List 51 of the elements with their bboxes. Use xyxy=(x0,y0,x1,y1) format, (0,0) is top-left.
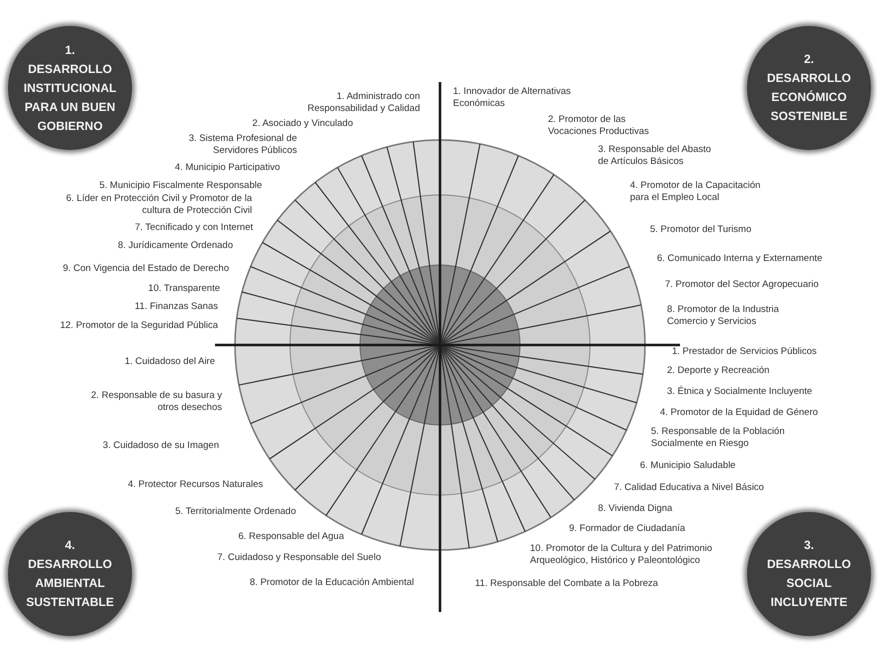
indicator-label: 2. Asociado y Vinculado xyxy=(252,118,353,130)
indicator-label: 3. Étnica y Socialmente Incluyente xyxy=(667,386,812,398)
category-title: DESARROLLO AMBIENTAL SUSTENTABLE xyxy=(25,556,115,611)
indicator-label: 2. Responsable de su basura y otros desechos xyxy=(90,390,222,414)
indicator-label: 7. Promotor del Sector Agropecuario xyxy=(665,279,819,291)
indicator-label: 5. Municipio Fiscalmente Responsable xyxy=(99,180,262,192)
indicator-label: 6. Responsable del Agua xyxy=(238,531,344,543)
indicator-label: 5. Responsable de la Población Socialmente en Riesgo xyxy=(651,426,786,450)
category-circle xyxy=(8,512,132,636)
indicator-label: 7. Calidad Educativa a Nivel Básico xyxy=(614,482,764,494)
indicator-label: 3. Cuidadoso de su Imagen xyxy=(102,440,219,452)
indicator-label: 12. Promotor de la Seguridad Pública xyxy=(60,320,218,332)
category-title: DESARROLLO SOCIAL INCLUYENTE xyxy=(766,556,852,611)
indicator-label: 3. Responsable del Abasto de Artículos Básicos xyxy=(598,144,712,168)
category-circle xyxy=(747,512,871,636)
indicator-label: 9. Con Vigencia del Estado de Derecho xyxy=(62,263,229,275)
indicator-label: 8. Vivienda Digna xyxy=(598,503,672,515)
category-title: DESARROLLO INSTITUCIONAL PARA UN BUEN GOBIERNO xyxy=(22,60,118,134)
category-number: 2. xyxy=(804,51,814,68)
indicator-label: 4. Promotor de la Equidad de Género xyxy=(660,407,818,419)
indicator-label: 1. Prestador de Servicios Públicos xyxy=(672,346,817,358)
indicator-label: 1. Innovador de Alternativas Económicas xyxy=(453,86,572,110)
indicator-label: 1. Administrado con Responsabilidad y Calidad xyxy=(306,91,420,115)
category-circle xyxy=(747,26,871,150)
indicator-label: 1. Cuidadoso del Aire xyxy=(124,356,215,368)
indicator-label: 8. Promotor de la Educación Ambiental xyxy=(250,577,414,589)
category-title: DESARROLLO ECONÓMICO SOSTENIBLE xyxy=(766,70,852,125)
category-number: 3. xyxy=(804,537,814,554)
indicator-label: 4. Protector Recursos Naturales xyxy=(128,479,263,491)
indicator-label: 3. Sistema Profesional de Servidores Públicos xyxy=(188,133,297,157)
category-number: 1. xyxy=(64,42,75,58)
indicator-label: 6. Líder en Protección Civil y Promotor de la cultura de Protección Civil xyxy=(65,193,252,217)
indicator-label: 7. Cuidadoso y Responsable del Suelo xyxy=(217,552,381,564)
indicator-label: 7. Tecnificado y con Internet xyxy=(134,222,253,234)
category-number: 4. xyxy=(64,537,75,554)
indicator-label: 10. Promotor de la Cultura y del Patrimonio Arqueológico, Histórico y Paleontológico xyxy=(530,543,714,567)
indicator-label: 9. Formador de Ciudadanía xyxy=(569,523,686,535)
indicator-label: 10. Transparente xyxy=(148,283,220,295)
indicator-label: 4. Promotor de la Capacitación para el Empleo Local xyxy=(630,180,762,204)
indicator-label: 6. Comunicado Interna y Externamente xyxy=(657,253,822,265)
indicator-label: 8. Jurídicamente Ordenado xyxy=(118,240,233,252)
indicator-label: 6. Municipio Saludable xyxy=(640,460,736,472)
indicator-label: 11. Finanzas Sanas xyxy=(134,301,218,313)
indicator-label: 5. Territorialmente Ordenado xyxy=(175,506,296,518)
indicator-label: 2. Promotor de las Vocaciones Productivas xyxy=(548,114,650,138)
indicator-label: 11. Responsable del Combate a la Pobreza xyxy=(475,578,658,590)
category-circle xyxy=(8,26,132,150)
indicator-label: 8. Promotor de la Industria Comercio y Servicios xyxy=(667,304,780,328)
indicator-label: 2. Deporte y Recreación xyxy=(667,365,770,377)
indicator-label: 4. Municipio Participativo xyxy=(174,162,280,174)
indicator-label: 5. Promotor del Turismo xyxy=(650,224,752,236)
